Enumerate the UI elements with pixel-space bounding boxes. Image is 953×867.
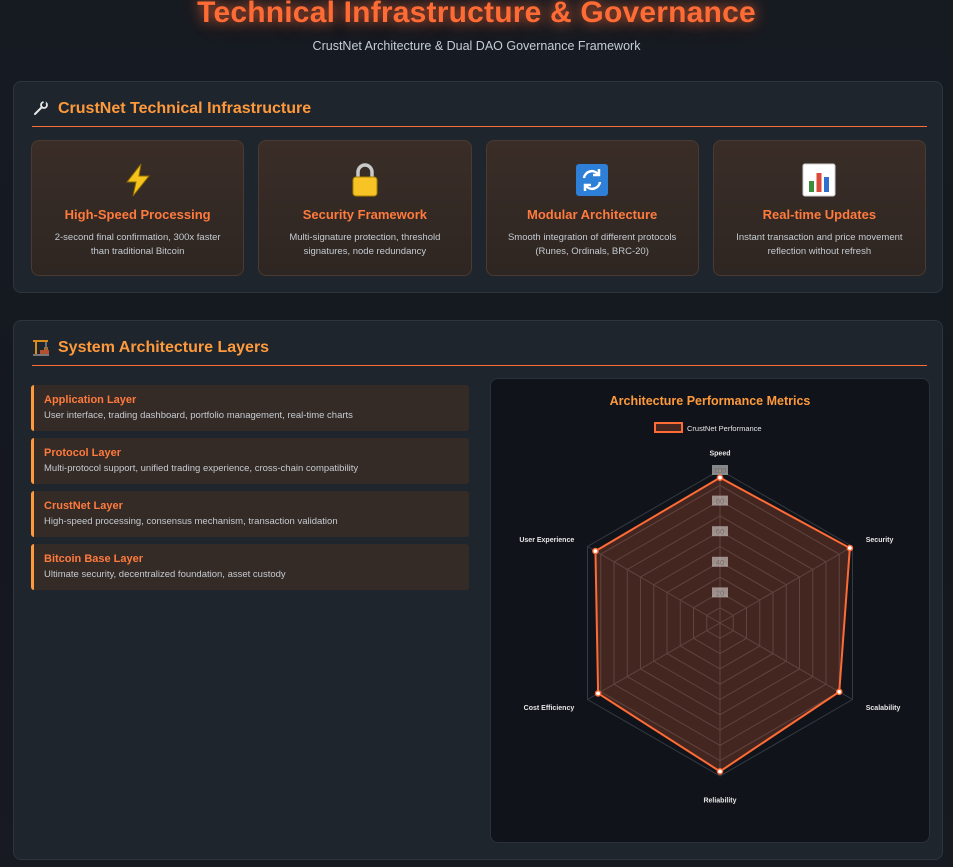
category-label: Cost Efficiency (524, 705, 575, 712)
series-area (594, 476, 851, 773)
card-title: Real-time Updates (762, 207, 877, 222)
bar-chart-icon (802, 163, 836, 197)
feature-card-modular: Modular Architecture Smooth integration … (485, 140, 699, 276)
card-description: 2-second final confirmation, 300x faster… (54, 232, 221, 257)
layer-protocol: Protocol Layer Multi-protocol support, u… (31, 438, 469, 484)
category-label: Scalability (866, 705, 901, 712)
grid-spoke (719, 546, 853, 624)
wrench-icon (32, 99, 50, 119)
grid-spoke (587, 622, 721, 700)
feature-card-high-speed: High-Speed Processing 2-second final con… (31, 140, 245, 276)
feature-card-security: Security Framework Multi-signature prote… (258, 140, 472, 276)
tick-label-bg (712, 526, 728, 537)
category-label: Speed (709, 451, 730, 458)
lightning-icon (121, 163, 155, 197)
tick-label-bg (712, 556, 728, 567)
card-title: High-Speed Processing (64, 207, 211, 222)
page-title: Technical Infrastructure & Governance (197, 0, 756, 29)
tick-label-bg (712, 465, 728, 475)
data-point (846, 544, 854, 552)
layer-description: Multi-protocol support, unified trading … (44, 463, 359, 474)
technical-infrastructure-section: CrustNet Technical Infrastructure High-S… (13, 81, 943, 293)
refresh-icon (575, 163, 609, 197)
data-point (835, 688, 843, 696)
data-point (716, 768, 724, 775)
card-description: Multi-signature protection, threshold si… (289, 232, 441, 257)
radar-chart: Architecture Performance MetricsCrustNet… (519, 394, 901, 804)
layer-bitcoin-base: Bitcoin Base Layer Ultimate security, de… (31, 544, 469, 590)
data-point (716, 474, 724, 481)
card-title: Security Framework (302, 207, 428, 222)
layer-title: Protocol Layer (44, 447, 122, 459)
layer-title: Bitcoin Base Layer (44, 553, 144, 565)
feature-card-realtime: Real-time Updates Instant transaction an… (712, 140, 926, 276)
layer-title: CrustNet Layer (44, 500, 123, 512)
chart-title: Architecture Performance Metrics (610, 394, 811, 408)
tick-label: 20 (716, 588, 724, 597)
tick-label: 40 (716, 558, 724, 567)
layer-description: User interface, trading dashboard, portf… (44, 410, 353, 421)
data-point (592, 547, 599, 555)
tick-label: 100 (714, 466, 727, 475)
grid-spoke (719, 622, 853, 700)
category-label: Security (866, 537, 894, 544)
legend-label: CrustNet Performance (687, 424, 762, 433)
layer-title: Application Layer (44, 394, 137, 406)
page-subtitle: CrustNet Architecture & Dual DAO Governa… (312, 39, 641, 53)
tick-label: 60 (716, 527, 724, 536)
grid-spoke (587, 546, 721, 624)
tick-label-bg (712, 495, 728, 506)
construction-crane-icon (32, 338, 50, 359)
layer-crustnet: CrustNet Layer High-speed processing, co… (31, 491, 469, 537)
tick-label: 80 (716, 497, 724, 506)
category-label: User Experience (519, 537, 574, 544)
system-architecture-section: System Architecture Layers Application L… (13, 320, 943, 860)
card-description: Smooth integration of different protocol… (507, 232, 677, 257)
card-description: Instant transaction and price movement r… (736, 232, 903, 257)
legend-swatch (654, 422, 683, 433)
section-title: CrustNet Technical Infrastructure (58, 100, 312, 117)
card-title: Modular Architecture (526, 207, 658, 222)
layer-application: Application Layer User interface, tradin… (31, 385, 469, 431)
feature-cards: High-Speed Processing 2-second final con… (31, 140, 926, 276)
section-header: CrustNet Technical Infrastructure (32, 99, 927, 127)
architecture-layers-list: Application Layer User interface, tradin… (31, 385, 469, 597)
layer-description: High-speed processing, consensus mechani… (44, 516, 338, 527)
tick-label-bg (712, 587, 728, 598)
section-title: System Architecture Layers (58, 339, 270, 356)
section-header: System Architecture Layers (32, 339, 927, 366)
data-point (594, 690, 602, 697)
category-label: Reliability (703, 797, 736, 804)
lock-icon (348, 163, 382, 197)
layer-description: Ultimate security, decentralized foundat… (44, 569, 286, 580)
